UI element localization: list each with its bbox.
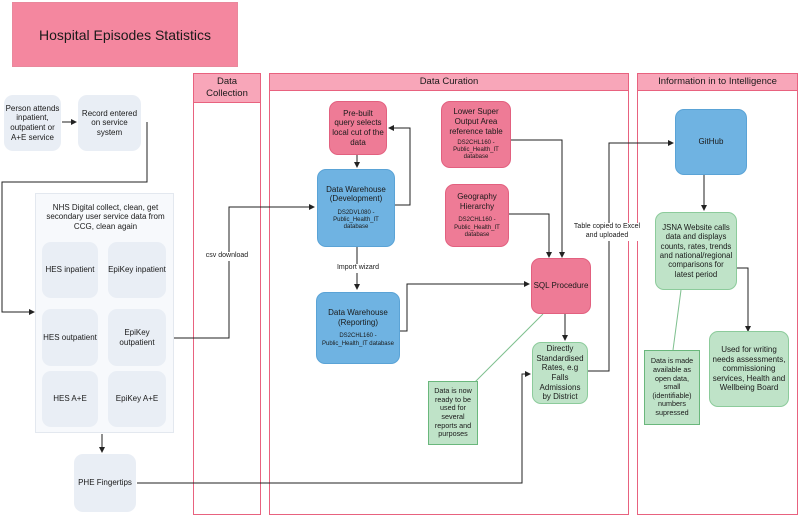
arrow-dw-sql: [400, 281, 530, 332]
arrow-dw-prebuilt: [388, 125, 411, 206]
lane-title-information-intelligence: Information in to Intelligence: [638, 74, 797, 91]
dw-reporting-title: Data Warehouse (Reporting): [328, 308, 388, 327]
github-box: GitHub: [675, 109, 747, 175]
import-wizard-label: Import wizard: [332, 264, 384, 273]
ready-note: Data is now ready to be used for several…: [428, 381, 478, 445]
lane-title-data-collection: Data Collection: [194, 74, 260, 103]
arrow-lsoa-sql: [511, 139, 565, 258]
epikey-outpatient-box: EpiKey outpatient: [108, 309, 166, 366]
record-box: Record entered on service system: [78, 95, 141, 151]
note-pointer-open-data: [672, 289, 682, 351]
lsoa-box: Lower Super Output Area reference table …: [441, 101, 511, 168]
lane-information-intelligence: Information in to Intelligence: [637, 73, 798, 515]
sql-procedure-box: SQL Procedure: [531, 258, 591, 314]
arrow-record-nhs: [1, 122, 148, 315]
prebuilt-query-box: Pre-built query selects local cut of the…: [329, 101, 387, 155]
lane-title-data-curation: Data Curation: [270, 74, 628, 91]
lane-data-curation: Data Curation: [269, 73, 629, 515]
note-pointer-ready: [474, 313, 544, 383]
epikey-inpatient-box: EpiKey inpatient: [108, 242, 166, 298]
csv-download-label: csv download: [201, 252, 253, 261]
arrow-fingertips-dsr: [137, 371, 531, 484]
arrow-dsr-github: [588, 140, 674, 372]
dw-reporting-box: Data Warehouse (Reporting) DS2CHL160 - P…: [316, 292, 400, 364]
jsna-box: JSNA Website calls data and displays cou…: [655, 212, 737, 290]
nhs-digital-text: NHS Digital collect, clean, get secondar…: [46, 202, 165, 231]
geography-box: Geography Hierarchy DS2CHL160 - Public_H…: [445, 184, 509, 247]
dw-development-db: DS2DVL080 - Public_Health_IT database: [333, 209, 379, 231]
arrow-geo-sql: [509, 213, 552, 258]
phe-fingertips-box: PHE Fingertips: [74, 454, 136, 512]
lsoa-db: DS2CHL160 - Public_Health_IT database: [453, 140, 499, 161]
lsoa-title: Lower Super Output Area reference table: [449, 107, 503, 136]
page-title: Hospital Episodes Statistics: [12, 2, 238, 67]
hes-inpatient-box: HES inpatient: [42, 242, 98, 298]
geography-title: Geography Hierarchy: [457, 192, 497, 211]
dw-reporting-db: DS2CHL160 - Public_Health_IT database: [322, 333, 394, 347]
dw-development-box: Data Warehouse (Development) DS2DVL080 -…: [317, 169, 395, 247]
open-data-note: Data is made available as open data, sma…: [644, 350, 700, 425]
hes-ae-box: HES A+E: [42, 371, 98, 427]
dw-development-title: Data Warehouse (Development): [326, 184, 386, 204]
person-box: Person attends inpatient, outpatient or …: [4, 95, 61, 151]
hes-outpatient-box: HES outpatient: [42, 309, 98, 366]
arrow-csv-download: [167, 204, 315, 339]
dsr-box: Directly Standardised Rates, e.g Falls A…: [532, 342, 588, 404]
used-for-box: Used for writing needs assessments, comm…: [709, 331, 789, 407]
geography-db: DS2CHL160 - Public_Health_IT database: [454, 217, 500, 238]
arrow-jsna-used: [736, 267, 751, 332]
lane-data-collection: Data Collection: [193, 73, 261, 515]
table-copied-label: Table copied to Excel and uploaded: [569, 223, 645, 241]
epikey-ae-box: EpiKey A+E: [108, 371, 166, 427]
